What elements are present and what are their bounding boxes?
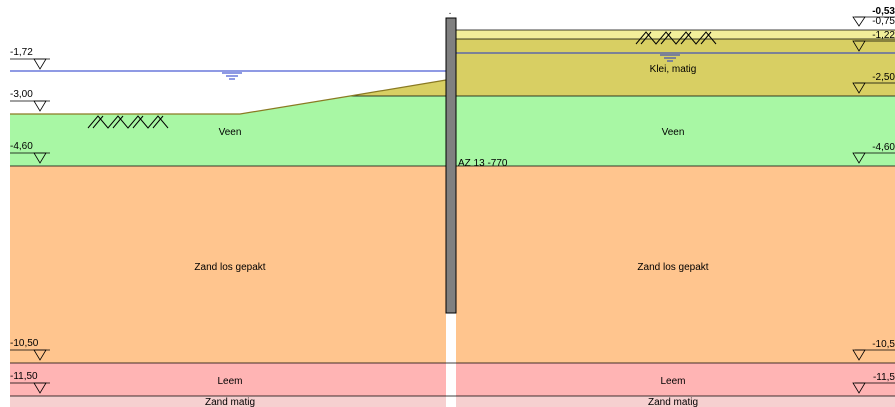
left-zand-matig-layer <box>10 396 446 407</box>
svg-text:-2,50: -2,50 <box>872 72 895 83</box>
svg-text:-0,75: -0,75 <box>872 16 895 27</box>
svg-text:-11,5: -11,5 <box>873 372 895 383</box>
left-water-symbol <box>222 72 242 80</box>
right-water-symbol <box>660 54 680 62</box>
right-level-marker: -11,5 <box>852 372 895 394</box>
left-leem-layer <box>10 363 446 396</box>
right-klei-top-layer <box>456 30 895 39</box>
right-level-marker: -0,75 <box>872 16 895 27</box>
left-zand-matig-label: Zand matig <box>205 397 255 407</box>
right-zand-matig-label: Zand matig <box>648 397 698 407</box>
left-level-marker: -3,00 <box>10 89 50 112</box>
svg-text:-0,53: -0,53 <box>872 6 895 17</box>
sheet-pile-top-marker: . <box>449 6 452 17</box>
svg-text:-4,60: -4,60 <box>872 142 895 153</box>
left-level-marker: -1,72 <box>10 47 50 70</box>
left-zand-layer <box>10 166 446 363</box>
right-level-markers: -0,53 -0,75 -1,22 -2,50 -4,60 -10,5 <box>852 6 895 394</box>
svg-text:-3,00: -3,00 <box>10 89 33 100</box>
svg-text:-4,60: -4,60 <box>10 141 33 152</box>
right-zand-matig-layer <box>456 396 895 407</box>
left-veen-label: Veen <box>219 127 242 138</box>
svg-text:-1,22: -1,22 <box>872 30 895 41</box>
right-zand-label: Zand los gepakt <box>637 262 708 273</box>
svg-text:-11,50: -11,50 <box>10 371 38 382</box>
svg-text:-10,50: -10,50 <box>10 338 39 349</box>
right-veen-layer <box>456 96 895 166</box>
left-ground-surface <box>10 79 447 115</box>
left-zand-label: Zand los gepakt <box>194 262 265 273</box>
left-veen-layer <box>10 96 446 166</box>
left-level-marker: -10,50 <box>10 338 50 361</box>
left-ground-hatch-icon <box>87 115 169 129</box>
sheet-pile-label: AZ 13 -770 <box>458 158 508 169</box>
right-klei-layer <box>456 39 895 96</box>
right-ground-hatch-icon <box>635 31 717 45</box>
right-level-marker: -2,50 <box>852 72 895 94</box>
left-level-marker: -4,60 <box>10 141 50 164</box>
left-leem-label: Leem <box>217 376 242 387</box>
right-level-marker: -4,60 <box>852 142 895 164</box>
left-level-marker: -11,50 <box>10 371 50 394</box>
svg-text:-1,72: -1,72 <box>10 47 33 58</box>
left-level-markers: -1,72 -3,00 -4,60 -10,50 -11,50 <box>10 47 50 394</box>
right-level-marker: -0,53 <box>852 6 895 27</box>
right-level-marker: -10,5 <box>852 339 895 361</box>
svg-text:-10,5: -10,5 <box>872 339 895 350</box>
sheet-pile[interactable] <box>445 17 457 314</box>
right-klei-label: Klei, matig <box>650 64 697 75</box>
right-level-marker: -1,22 <box>852 30 895 52</box>
right-veen-label: Veen <box>662 127 685 138</box>
right-leem-label: Leem <box>660 376 685 387</box>
right-zand-layer <box>456 166 895 363</box>
right-leem-layer <box>456 363 895 396</box>
